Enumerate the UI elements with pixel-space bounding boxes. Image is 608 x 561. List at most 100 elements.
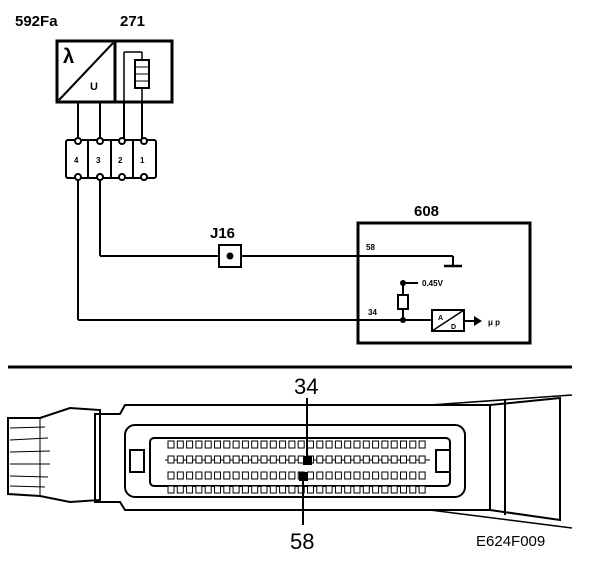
heater-label: 271 xyxy=(120,13,145,30)
connector-pin xyxy=(269,455,277,464)
connector-pin xyxy=(381,471,389,480)
connector-pin xyxy=(353,440,361,449)
connector-pin xyxy=(241,440,249,449)
connector-pin xyxy=(307,440,314,449)
left-latch xyxy=(129,449,145,473)
connector-pin xyxy=(214,455,221,464)
connector-pin xyxy=(251,455,259,464)
connector-pin xyxy=(186,440,194,449)
connector-pin xyxy=(260,471,268,480)
connector-pin xyxy=(372,485,380,494)
connector-pin xyxy=(232,455,240,464)
connector-pin xyxy=(362,471,370,480)
connector-pin xyxy=(214,471,221,480)
connector-pin xyxy=(418,440,426,449)
ecu-resistor xyxy=(397,294,409,310)
connector-pin xyxy=(232,485,240,494)
connector-pin xyxy=(390,455,398,464)
connector-pin xyxy=(279,440,287,449)
connector-pin xyxy=(167,471,175,480)
connector-pin xyxy=(223,485,231,494)
ecu-pin-signal: 34 xyxy=(368,308,377,317)
ecu-voltage: 0.45V xyxy=(422,279,444,288)
connector-pin xyxy=(372,471,380,480)
connector-pin xyxy=(223,471,231,480)
connector-pin xyxy=(223,440,231,449)
connector-pin-hole xyxy=(118,137,126,145)
connector-pin xyxy=(232,471,240,480)
ecu-label: 608 xyxy=(414,203,439,220)
connector-pin xyxy=(390,485,398,494)
sensor-sub-label: U xyxy=(90,81,98,93)
connector-pin xyxy=(167,485,175,494)
connector-pin xyxy=(223,455,231,464)
connector-pin-hole xyxy=(96,173,104,181)
connector-pin xyxy=(316,471,324,480)
connector-pin xyxy=(260,440,268,449)
ad-diagonal xyxy=(431,309,465,332)
connector-pin xyxy=(381,440,389,449)
connector-pin xyxy=(400,471,407,480)
connector-pin xyxy=(176,471,184,480)
ad-bottom-label: D xyxy=(451,324,456,331)
connector-pin xyxy=(344,471,352,480)
connector-pin xyxy=(307,471,314,480)
connector-pin xyxy=(325,440,333,449)
connector-pin xyxy=(316,455,324,464)
connector-pin xyxy=(409,455,417,464)
pin-grid xyxy=(167,440,426,494)
connector-pin xyxy=(279,455,287,464)
connector-pin xyxy=(418,455,426,464)
connector-pin xyxy=(204,485,212,494)
connector-pin xyxy=(176,455,184,464)
connector-pin xyxy=(344,455,352,464)
cable-bundle xyxy=(7,406,101,504)
connector-pin-hole xyxy=(140,137,148,145)
connector-pin xyxy=(400,440,407,449)
connector-pin xyxy=(204,471,212,480)
connector-pin xyxy=(269,485,277,494)
connector-pin xyxy=(241,471,249,480)
connector-pin xyxy=(325,455,333,464)
pin-34-highlight xyxy=(303,456,312,465)
lambda-symbol: λ xyxy=(63,46,74,68)
connector-pin xyxy=(334,455,342,464)
connector-pin xyxy=(195,440,203,449)
connector-pin xyxy=(176,485,184,494)
connector-pin xyxy=(204,455,212,464)
connector-pin xyxy=(288,485,296,494)
connector-pin xyxy=(241,485,249,494)
callout-34-label: 34 xyxy=(294,374,318,399)
ecu-connector-drawing xyxy=(7,394,573,529)
connector-pin xyxy=(297,485,305,494)
junction-dot xyxy=(226,252,234,260)
connector-pin xyxy=(279,485,287,494)
bias-node-dot xyxy=(400,280,406,286)
output-arrow-icon xyxy=(474,316,482,326)
connector-pin xyxy=(400,455,407,464)
ecu-output-label: μ p xyxy=(488,318,500,327)
connector-pin-hole xyxy=(118,173,126,181)
connector-pin xyxy=(316,485,324,494)
connector-pin xyxy=(269,471,277,480)
callout-58-label: 58 xyxy=(290,529,314,554)
connector-pin xyxy=(195,485,203,494)
connector-pin xyxy=(334,485,342,494)
connector-pin xyxy=(176,440,184,449)
connector-pin xyxy=(372,440,380,449)
connector-pin xyxy=(167,440,175,449)
connector-pin xyxy=(269,440,277,449)
sensor-diagonal xyxy=(58,42,114,101)
connector-pin xyxy=(195,471,203,480)
connector-pin xyxy=(325,485,333,494)
connector-pin xyxy=(214,485,221,494)
connector-pin xyxy=(307,485,314,494)
connector-pin xyxy=(325,471,333,480)
connector-pin xyxy=(288,440,296,449)
connector-pin xyxy=(260,485,268,494)
connector-pin xyxy=(381,455,389,464)
connector-pin xyxy=(251,485,259,494)
connector-pin xyxy=(390,471,398,480)
signal-node-dot xyxy=(400,317,406,323)
connector-pin xyxy=(400,485,407,494)
